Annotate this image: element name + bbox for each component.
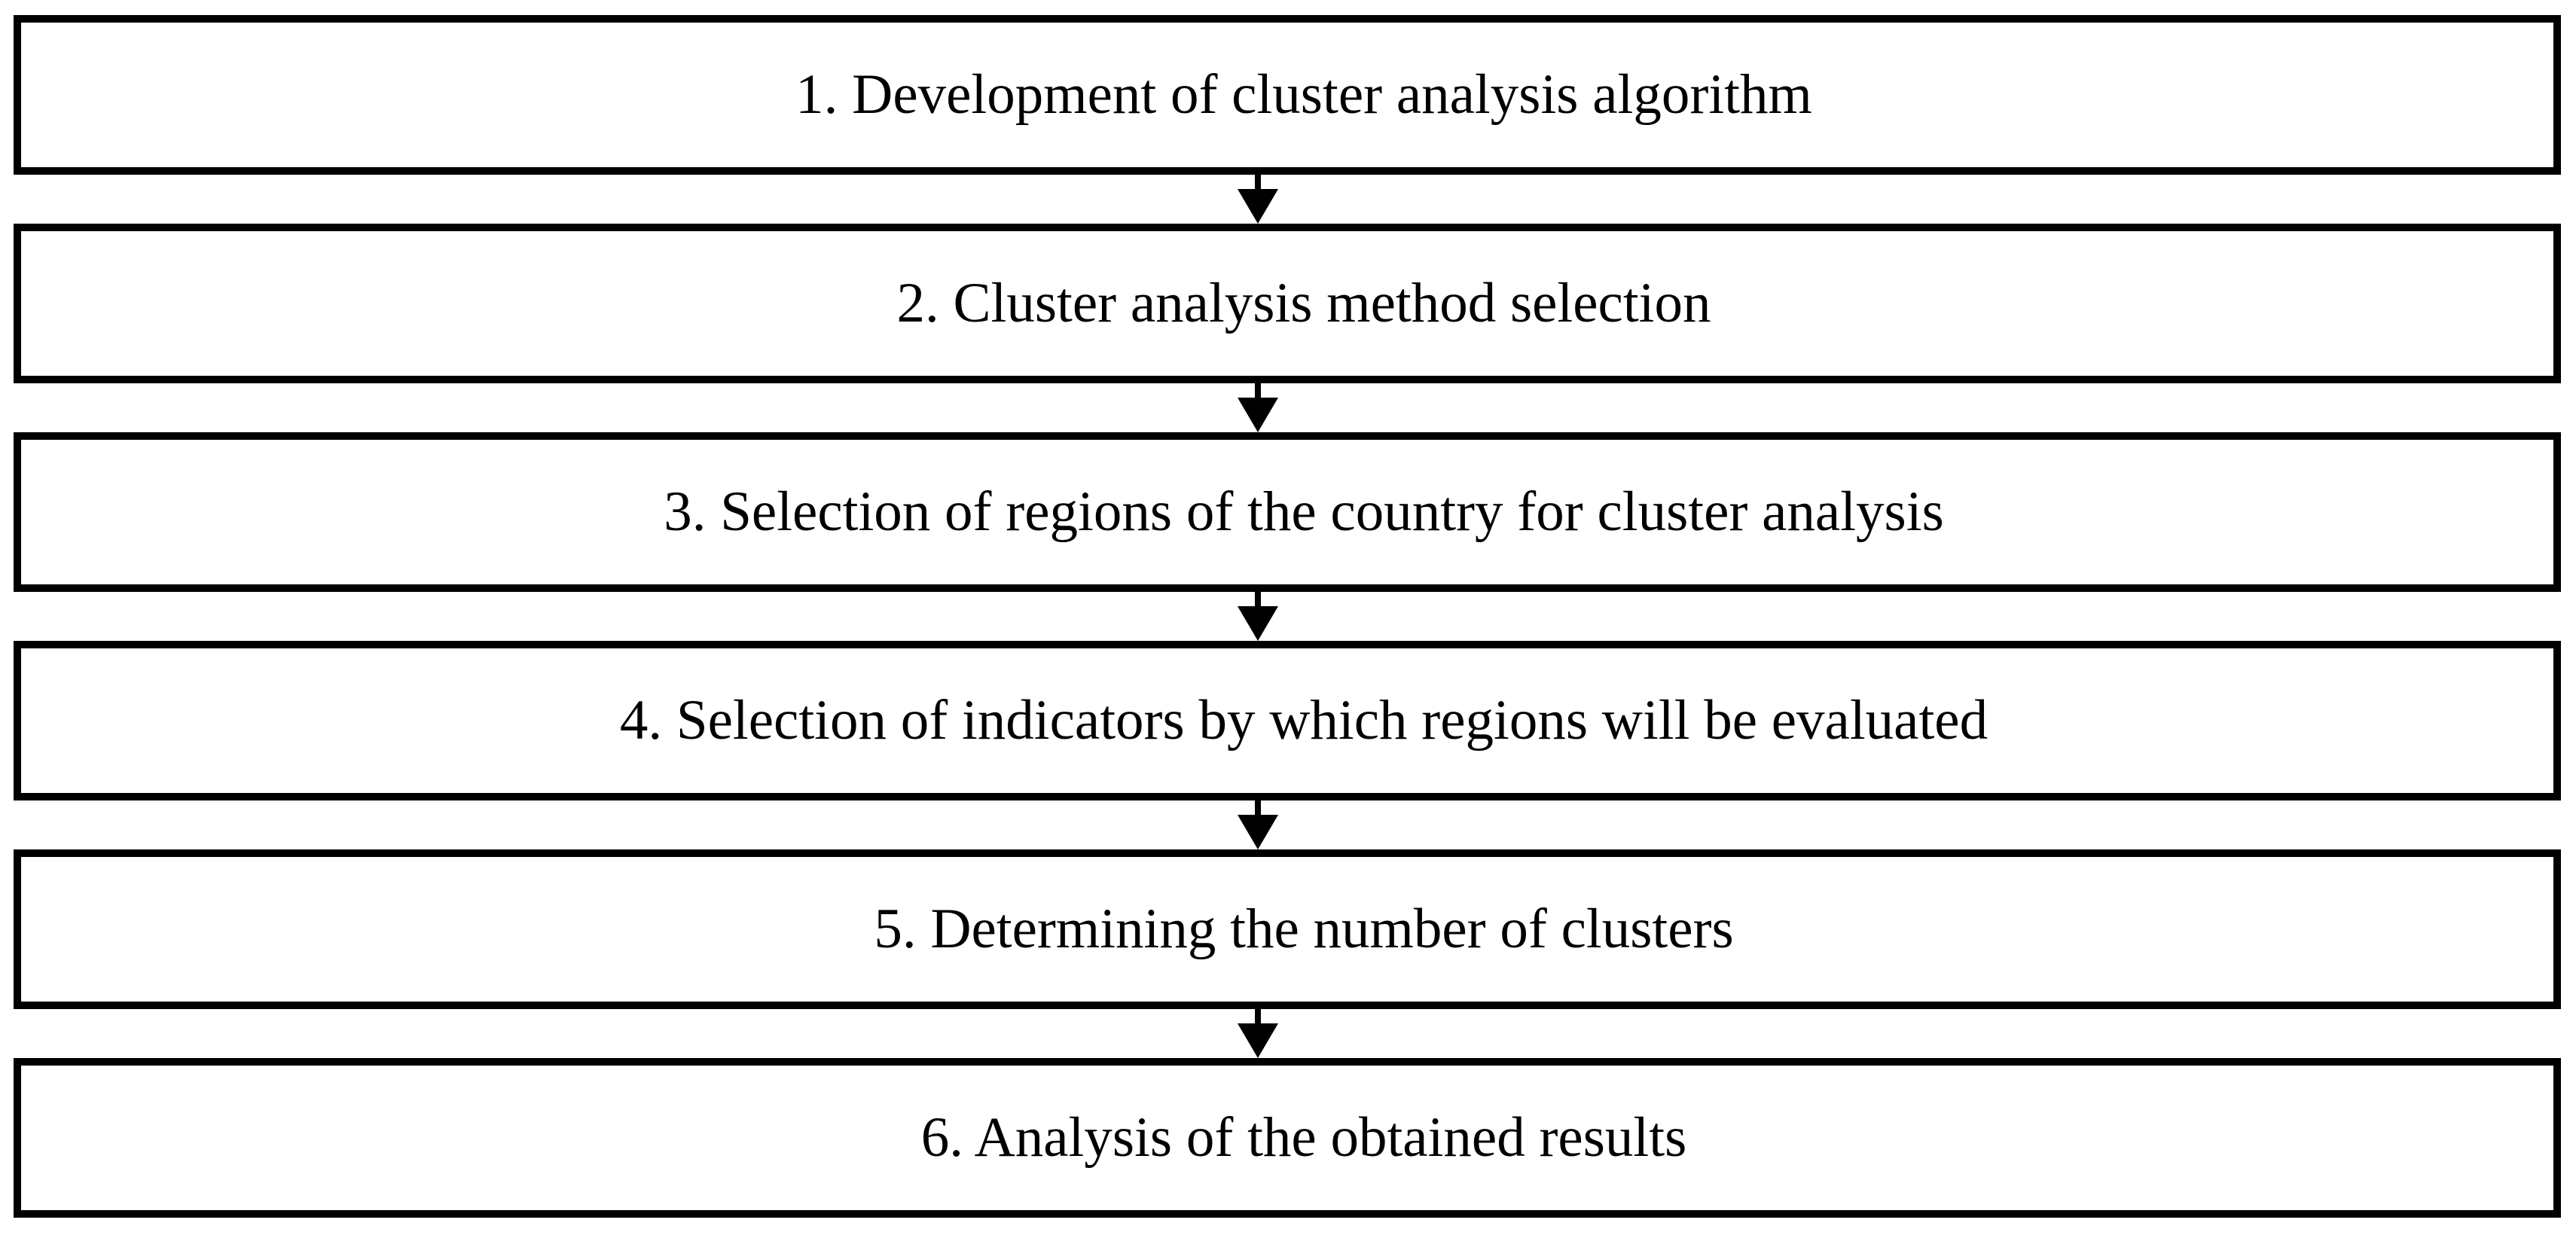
flow-step-box-5: 5. Determining the number of clusters <box>14 849 2561 1009</box>
flow-step-box-2: 2. Cluster analysis method selection <box>14 224 2561 383</box>
flow-step-box-3: 3. Selection of regions of the country f… <box>14 432 2561 592</box>
flow-arrow-4-5 <box>1238 800 1278 849</box>
arrow-stem <box>1255 383 1261 400</box>
arrow-stem <box>1255 800 1261 817</box>
arrow-stem <box>1255 592 1261 608</box>
flow-arrow-3-4 <box>1238 592 1278 641</box>
flow-step-label-2: 2. Cluster analysis method selection <box>896 272 1711 334</box>
flow-step-box-4: 4. Selection of indicators by which regi… <box>14 641 2561 800</box>
flow-arrow-1-2 <box>1238 175 1278 224</box>
flow-arrow-5-6 <box>1238 1009 1278 1058</box>
arrow-stem <box>1255 1009 1261 1026</box>
arrow-head-down-icon <box>1238 606 1278 641</box>
arrow-head-down-icon <box>1238 1023 1278 1058</box>
flow-step-box-6: 6. Analysis of the obtained results <box>14 1058 2561 1218</box>
arrow-stem <box>1255 175 1261 191</box>
arrow-head-down-icon <box>1238 398 1278 432</box>
flow-step-label-6: 6. Analysis of the obtained results <box>920 1106 1687 1169</box>
arrow-head-down-icon <box>1238 815 1278 849</box>
arrow-head-down-icon <box>1238 189 1278 224</box>
flow-step-label-5: 5. Determining the number of clusters <box>874 898 1734 960</box>
flow-step-box-1: 1. Development of cluster analysis algor… <box>14 15 2561 175</box>
flow-step-label-4: 4. Selection of indicators by which regi… <box>619 689 1988 752</box>
flow-step-label-1: 1. Development of cluster analysis algor… <box>795 63 1812 126</box>
flow-arrow-2-3 <box>1238 383 1278 432</box>
flow-step-label-3: 3. Selection of regions of the country f… <box>664 480 1944 543</box>
